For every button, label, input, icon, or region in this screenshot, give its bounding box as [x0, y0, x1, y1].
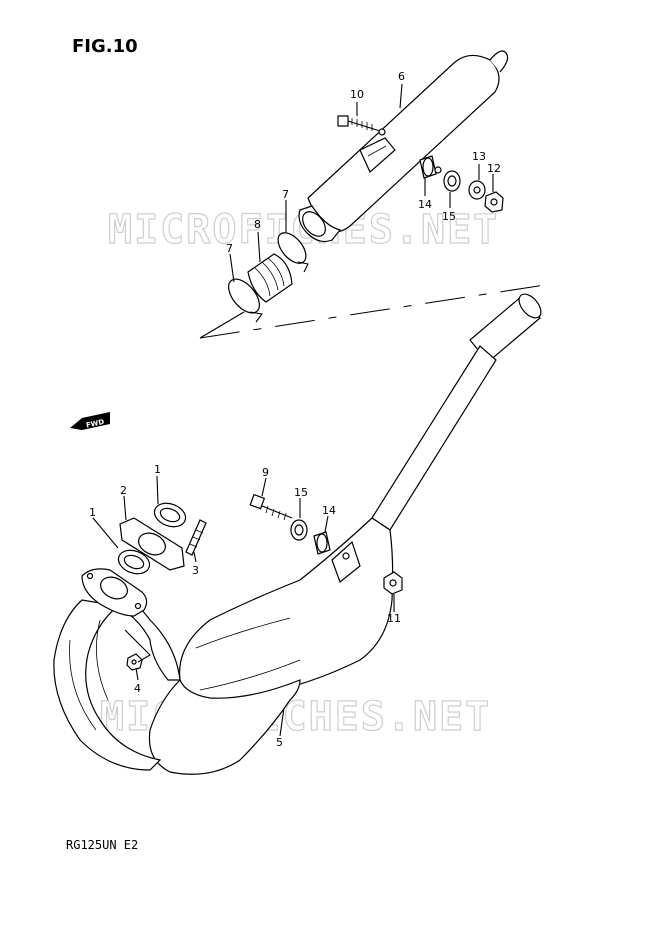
callout-2: 2 [120, 484, 127, 497]
callout-12: 12 [487, 162, 501, 175]
bolt-9 [249, 493, 293, 521]
washer-13 [468, 180, 486, 200]
exhaust-chamber-5 [53, 293, 542, 775]
callout-5: 5 [276, 736, 283, 749]
silencer-6 [298, 50, 509, 243]
callout-1-lower: 1 [89, 506, 96, 519]
nut-11 [383, 571, 403, 595]
callout-7-upper: 7 [282, 188, 289, 201]
gasket-1-upper [153, 502, 187, 528]
callout-9: 9 [262, 466, 269, 479]
callout-1-upper: 1 [154, 463, 161, 476]
callout-3: 3 [192, 564, 199, 577]
callout-14-top: 14 [418, 198, 432, 211]
callout-13: 13 [472, 150, 486, 163]
figure-title: FIG.10 [72, 36, 138, 57]
damper-14-lower [313, 531, 331, 555]
leader-line-lower [199, 311, 245, 339]
clamp-7-upper [277, 232, 309, 273]
stud-3 [185, 519, 207, 556]
fwd-label: FWD [85, 418, 105, 430]
callout-6: 6 [398, 70, 405, 83]
callout-10: 10 [350, 88, 364, 101]
callout-4: 4 [134, 682, 141, 695]
clamp-7-lower [228, 278, 263, 323]
holder-2 [119, 517, 185, 571]
fwd-arrow-icon: FWD [70, 412, 110, 430]
callout-11: 11 [387, 612, 401, 625]
nut-4 [126, 653, 143, 671]
callout-15-top: 15 [442, 210, 456, 223]
damper-14-top [419, 155, 442, 179]
bolt-10 [337, 115, 386, 136]
callout-7-lower: 7 [226, 242, 233, 255]
joint-8 [247, 253, 293, 303]
bush-15-lower [290, 519, 308, 541]
model-code: RG125UN E2 [66, 838, 139, 852]
callout-14-lower: 14 [322, 504, 336, 517]
bush-15-top [443, 170, 461, 192]
callout-15-lower: 15 [294, 486, 308, 499]
gasket-1-lower [117, 549, 151, 575]
callout-8: 8 [254, 218, 261, 231]
nut-12 [484, 191, 504, 213]
leader-lines [92, 83, 494, 737]
alignment-line [199, 284, 546, 339]
